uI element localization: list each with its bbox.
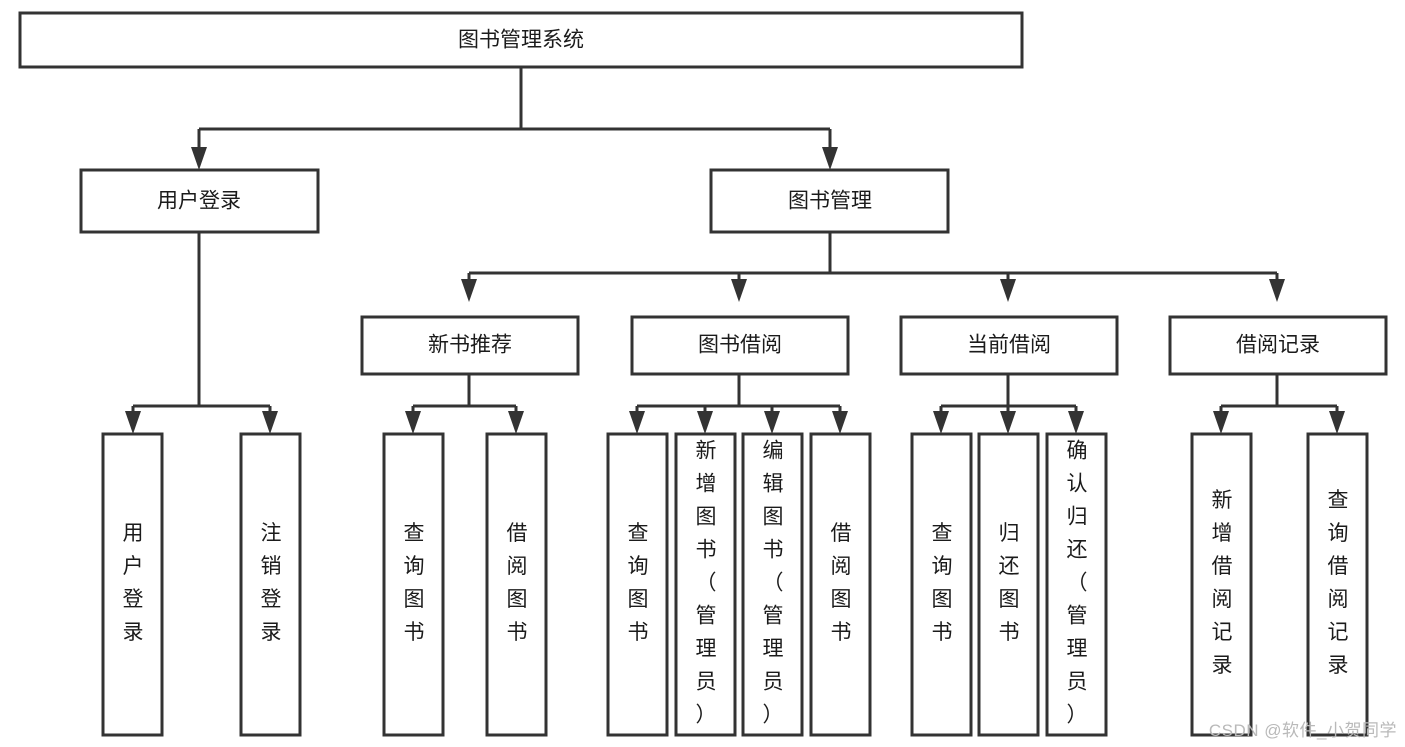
arrow-login-to-leaf1 <box>125 411 141 434</box>
node-leaf-12-box[interactable] <box>1190 432 1253 737</box>
node-leaf-13-label: 查询借阅记录 <box>1328 489 1349 677</box>
arrow-records-to-leaf13 <box>1329 411 1345 434</box>
node-bookmgmt-box[interactable] <box>709 168 950 234</box>
node-leaf-6[interactable]: 新增图书（管理员） <box>674 432 737 737</box>
arrow-login-to-leaf2 <box>262 411 278 434</box>
arrow-current-to-leaf10 <box>1000 411 1016 434</box>
node-leaf-8-box[interactable] <box>809 432 872 737</box>
node-leaf-11-box[interactable] <box>1045 432 1108 737</box>
arrow-bookmgmt-to-newbook <box>461 279 477 302</box>
arrow-current-to-leaf11 <box>1068 411 1084 434</box>
node-leaf-5[interactable]: 查询图书 <box>606 432 669 737</box>
node-leaf-3[interactable]: 查询图书 <box>382 432 445 737</box>
arrow-borrow-to-leaf6 <box>697 411 713 434</box>
node-leaf-9[interactable]: 查询图书 <box>910 432 973 737</box>
arrow-root-to-bookmgmt <box>822 147 838 170</box>
node-bookmgmt-label: 图书管理 <box>788 190 872 213</box>
node-records-label: 借阅记录 <box>1236 334 1320 357</box>
arrow-borrow-to-leaf7 <box>764 411 780 434</box>
node-leaf-12-label: 新增借阅记录 <box>1212 489 1233 677</box>
node-leaf-1[interactable]: 用户登录 <box>101 432 164 737</box>
node-leaf-7-box[interactable] <box>741 432 804 737</box>
node-leaf-7-label: 编辑图书（管理员） <box>763 440 784 727</box>
node-borrow-label: 图书借阅 <box>698 334 782 357</box>
node-leaf-4-box[interactable] <box>485 432 548 737</box>
connector-layer <box>125 67 1345 434</box>
node-leaf-4-label: 借阅图书 <box>507 522 528 644</box>
node-leaf-11-label: 确认归还（管理员） <box>1067 440 1088 727</box>
node-leaf-1-label: 用户登录 <box>123 522 144 644</box>
node-leaf-3-box[interactable] <box>382 432 445 737</box>
node-leaf-5-box[interactable] <box>606 432 669 737</box>
node-leaf-11[interactable]: 确认归还（管理员） <box>1045 432 1108 737</box>
node-leaf-6-label: 新增图书（管理员） <box>696 440 717 727</box>
node-borrow[interactable]: 图书借阅 <box>630 315 850 376</box>
node-leaf-8[interactable]: 借阅图书 <box>809 432 872 737</box>
arrow-newbook-to-leaf3 <box>405 411 421 434</box>
node-leaf-2-label: 注销登录 <box>261 522 282 644</box>
arrow-borrow-to-leaf8 <box>832 411 848 434</box>
node-leaf-2[interactable]: 注销登录 <box>239 432 302 737</box>
node-leaf-10-box[interactable] <box>977 432 1040 737</box>
arrow-bookmgmt-to-records <box>1269 279 1285 302</box>
node-leaf-9-box[interactable] <box>910 432 973 737</box>
node-leaf-6-box[interactable] <box>674 432 737 737</box>
node-leaf-2-box[interactable] <box>239 432 302 737</box>
node-records[interactable]: 借阅记录 <box>1168 315 1388 376</box>
arrow-bookmgmt-to-borrow <box>731 279 747 302</box>
node-newbook-box[interactable] <box>360 315 580 376</box>
node-current[interactable]: 当前借阅 <box>899 315 1119 376</box>
node-leaf-13-box[interactable] <box>1306 432 1369 737</box>
node-leaf-10-label: 归还图书 <box>999 522 1020 644</box>
node-leaf-5-label: 查询图书 <box>628 522 649 644</box>
arrow-current-to-leaf9 <box>933 411 949 434</box>
node-newbook-label: 新书推荐 <box>428 334 512 357</box>
node-records-box[interactable] <box>1168 315 1388 376</box>
node-leaf-13[interactable]: 查询借阅记录 <box>1306 432 1369 737</box>
node-leaf-7[interactable]: 编辑图书（管理员） <box>741 432 804 737</box>
node-login[interactable]: 用户登录 <box>79 168 320 234</box>
node-current-box[interactable] <box>899 315 1119 376</box>
node-leaf-1-box[interactable] <box>101 432 164 737</box>
arrow-newbook-to-leaf4 <box>508 411 524 434</box>
arrow-bookmgmt-to-current <box>1000 279 1016 302</box>
node-leaf-3-label: 查询图书 <box>404 522 425 644</box>
node-login-box[interactable] <box>79 168 320 234</box>
node-login-label: 用户登录 <box>157 190 241 213</box>
arrow-borrow-to-leaf5 <box>629 411 645 434</box>
node-bookmgmt[interactable]: 图书管理 <box>709 168 950 234</box>
node-borrow-box[interactable] <box>630 315 850 376</box>
node-current-label: 当前借阅 <box>967 334 1051 357</box>
node-leaf-12[interactable]: 新增借阅记录 <box>1190 432 1253 737</box>
node-leaf-8-label: 借阅图书 <box>831 522 852 644</box>
node-newbook[interactable]: 新书推荐 <box>360 315 580 376</box>
node-root[interactable]: 图书管理系统 <box>18 11 1024 69</box>
node-leaf-4[interactable]: 借阅图书 <box>485 432 548 737</box>
arrow-records-to-leaf12 <box>1213 411 1229 434</box>
node-root-label: 图书管理系统 <box>458 29 584 52</box>
node-root-box[interactable] <box>18 11 1024 69</box>
arrow-root-to-login <box>191 147 207 170</box>
node-leaf-9-label: 查询图书 <box>932 522 953 644</box>
node-leaf-10[interactable]: 归还图书 <box>977 432 1040 737</box>
